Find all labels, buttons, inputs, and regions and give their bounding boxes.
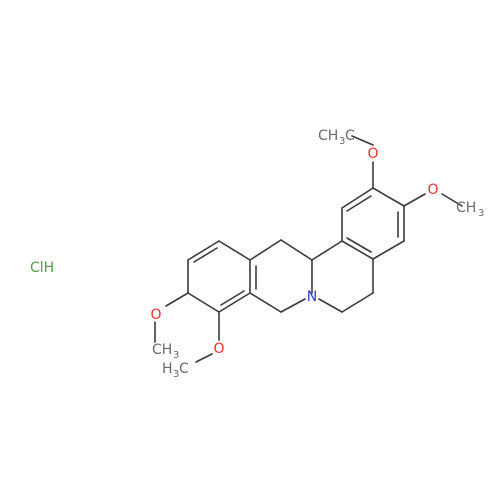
methyl-subscript-1: 3: [339, 136, 345, 147]
methyl-tail-1: C: [345, 128, 355, 144]
bonds: [154, 135, 463, 363]
methoxy-oxygen-4: O: [213, 341, 224, 357]
methyl-label-2: CH: [456, 200, 476, 216]
nitrogen-atom: N: [307, 289, 317, 305]
methyl-label-1: CH: [318, 128, 338, 144]
methyl-tail-4: C: [179, 361, 189, 377]
salt-label: ClH: [30, 260, 54, 276]
methyl-subscript-2: 3: [478, 208, 484, 219]
methoxy-oxygen-3: O: [150, 307, 161, 323]
methoxy-oxygen-2: O: [427, 182, 438, 198]
methyl-label-4: H: [162, 361, 173, 377]
methyl-label-3: CH: [152, 342, 172, 358]
methyl-subscript-4: 3: [173, 369, 179, 380]
methoxy-oxygen-1: O: [367, 146, 378, 162]
methyl-subscript-3: 3: [173, 350, 179, 361]
